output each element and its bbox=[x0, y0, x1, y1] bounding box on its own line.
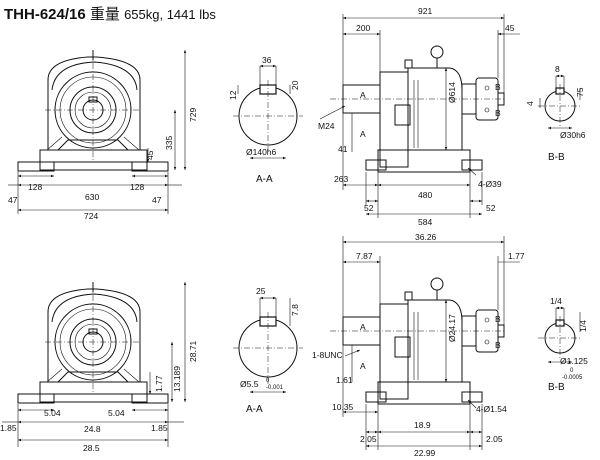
drawing-title: THH-624/16 重量 655kg, 1441 lbs bbox=[4, 3, 216, 24]
metric-section-b-label: B-B bbox=[548, 152, 565, 163]
metric-dim-724: 724 bbox=[84, 211, 98, 221]
bb-dims-metric bbox=[539, 74, 581, 130]
metric-thread-m24: M24 bbox=[318, 121, 335, 131]
metric-dim-128-right: 128 bbox=[130, 182, 144, 192]
bb-dims-inch bbox=[548, 306, 581, 364]
metric-section-mark-a-top: A bbox=[360, 90, 366, 100]
metric-dim-729: 729 bbox=[188, 108, 198, 122]
metric-bb-diameter: Ø30h6 bbox=[560, 130, 586, 140]
inch-bb-diameter: Ø1.125 bbox=[560, 356, 588, 366]
side-dims-inch bbox=[342, 236, 520, 450]
inch-dim-10-35: 10.35 bbox=[332, 402, 354, 412]
inch-section-a-label: A-A bbox=[246, 404, 263, 415]
metric-dim-335: 335 bbox=[164, 136, 174, 150]
inch-shaft-diameter: Ø5.5 bbox=[240, 379, 259, 389]
inch-dim-5-04-right: 5.04 bbox=[108, 408, 125, 418]
inch-bb-tol-top: 0 bbox=[570, 368, 574, 374]
inch-dim-7-8: 7.8 bbox=[290, 304, 300, 316]
section-b-inch bbox=[537, 315, 583, 359]
inch-section-mark-a-bottom: A bbox=[360, 361, 366, 371]
inch-thread-unc: 1-8UNC bbox=[312, 350, 343, 360]
inch-dim-1-77: 1.77 bbox=[154, 375, 164, 392]
metric-dim-630: 630 bbox=[85, 192, 99, 202]
weight-value: 655kg, 1441 lbs bbox=[124, 7, 216, 22]
metric-dim-52-right: 52 bbox=[486, 203, 496, 213]
metric-bb-dim-75: 75 bbox=[575, 87, 585, 97]
shaft-dims-inch bbox=[250, 296, 291, 394]
inch-dim-1-61: 1.61 bbox=[336, 375, 353, 385]
inch-dim-25: 25 bbox=[256, 286, 266, 296]
model-number: THH-624/16 bbox=[4, 6, 86, 23]
side-view-inch bbox=[329, 277, 506, 405]
inch-dim-1-77-side: 1.77 bbox=[508, 251, 525, 261]
metric-dim-480: 480 bbox=[418, 190, 432, 200]
side-view-metric bbox=[329, 45, 506, 173]
inch-bb-dim-quarter-a: 1/4 bbox=[550, 296, 562, 306]
inch-bb-dim-quarter-b: 1/4 bbox=[578, 320, 588, 332]
inch-dim-24-17: Ø24.17 bbox=[447, 314, 457, 342]
metric-dim-200: 200 bbox=[356, 23, 370, 33]
section-a-inch bbox=[232, 311, 304, 385]
metric-shaft-diameter: Ø140h6 bbox=[246, 147, 277, 157]
metric-dim-41: 41 bbox=[338, 144, 348, 154]
metric-dim-47-left: 47 bbox=[8, 195, 18, 205]
metric-holes: 4-Ø39 bbox=[478, 179, 502, 189]
inch-holes: 4-Ø1.54 bbox=[476, 404, 507, 414]
metric-bb-dim-4: 4 bbox=[525, 101, 535, 106]
inch-dim-7-87: 7.87 bbox=[356, 251, 373, 261]
metric-dim-263: 263 bbox=[334, 174, 348, 184]
inch-section-b-label: B-B bbox=[548, 382, 565, 393]
metric-dim-47-right: 47 bbox=[152, 195, 162, 205]
metric-dim-128-left: 128 bbox=[28, 182, 42, 192]
front-dims-inch bbox=[2, 282, 187, 447]
inch-dim-22-99: 22.99 bbox=[414, 448, 436, 458]
inch-shaft-tol-bottom: -0.001 bbox=[266, 385, 284, 391]
metric-dim-52-left: 52 bbox=[364, 203, 374, 213]
inch-dim-1-85-left: 1.85 bbox=[0, 423, 17, 433]
inch-section-mark-a-top: A bbox=[360, 322, 366, 332]
metric-dim-12: 12 bbox=[228, 90, 238, 100]
metric-section-a-label: A-A bbox=[256, 174, 273, 185]
metric-section-mark-b-top: B bbox=[495, 82, 501, 92]
inch-dim-2-05-right: 2.05 bbox=[486, 434, 503, 444]
metric-bb-dim-8: 8 bbox=[555, 64, 560, 74]
inch-dim-18-9: 18.9 bbox=[414, 420, 431, 430]
inch-section-mark-b-top: B bbox=[495, 314, 501, 324]
inch-dim-1-85-right: 1.85 bbox=[151, 423, 168, 433]
front-view-inch bbox=[17, 281, 169, 404]
front-dims-metric bbox=[8, 50, 187, 214]
inch-dim-28-5: 28.5 bbox=[83, 443, 100, 453]
metric-dim-921: 921 bbox=[418, 6, 432, 16]
inch-dim-28-71: 28.71 bbox=[188, 340, 198, 362]
inch-shaft-tol-top: 0 bbox=[266, 378, 270, 384]
inch-dim-24-8: 24.8 bbox=[84, 424, 101, 434]
metric-section-mark-b-bottom: B bbox=[495, 108, 501, 118]
inch-dim-5-04-left: 5.04 bbox=[44, 408, 61, 418]
metric-section-mark-a-bottom: A bbox=[360, 129, 366, 139]
metric-dim-584: 584 bbox=[418, 217, 432, 227]
side-dims-metric bbox=[319, 14, 520, 218]
inch-dim-36-26: 36.26 bbox=[415, 232, 437, 242]
weight-label: 重量 bbox=[89, 6, 120, 23]
inch-dim-13-189: 13.189 bbox=[172, 366, 182, 392]
metric-dim-20: 20 bbox=[290, 80, 300, 90]
inch-bb-tol-bottom: -0.0005 bbox=[562, 375, 583, 381]
inch-section-mark-b-bottom: B bbox=[495, 340, 501, 350]
metric-dim-614: Ø614 bbox=[447, 82, 457, 103]
inch-dim-2-05-left: 2.05 bbox=[360, 434, 377, 444]
metric-dim-45: 45 bbox=[145, 150, 155, 160]
metric-dim-45-side: 45 bbox=[505, 23, 515, 33]
metric-dim-36: 36 bbox=[262, 55, 272, 65]
shaft-dims-metric bbox=[237, 64, 291, 160]
